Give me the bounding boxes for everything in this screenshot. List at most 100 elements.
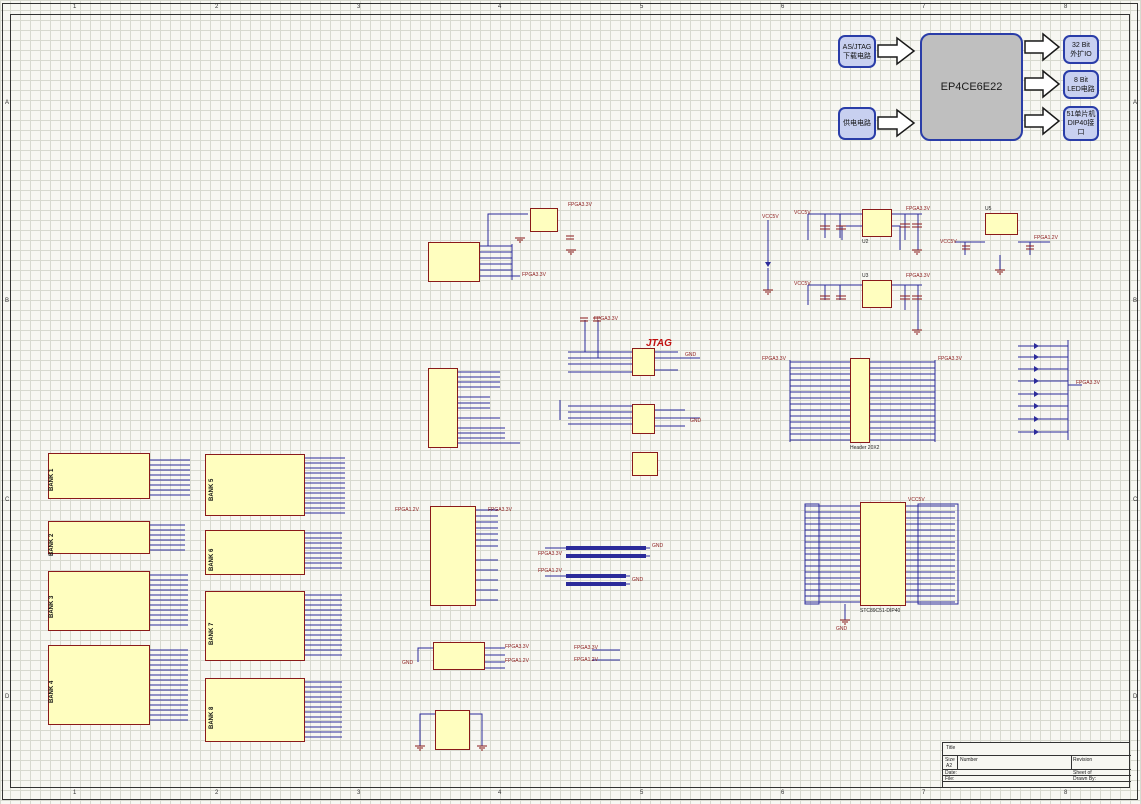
led-symbol bbox=[1034, 403, 1039, 409]
net-label: FPGA1.2V bbox=[538, 568, 562, 574]
chip-clock bbox=[428, 242, 480, 282]
sheet-label: Sheet of bbox=[1073, 770, 1092, 776]
arrow-shape bbox=[1024, 69, 1061, 99]
net-label: FPGA3.3V bbox=[762, 356, 786, 362]
u3-name: U3 bbox=[862, 273, 869, 279]
net-label: FPGA3.3V bbox=[488, 507, 512, 513]
wire-group bbox=[150, 459, 190, 496]
net-label: FPGA3.3V bbox=[938, 356, 962, 362]
chip-oscillator bbox=[530, 208, 558, 232]
row-tick: A bbox=[1133, 100, 1138, 106]
net-label: FPGA3.3V bbox=[1076, 380, 1100, 386]
net-label: FPGA3.3V bbox=[906, 273, 930, 279]
gnd-symbol bbox=[840, 619, 850, 625]
wire-group bbox=[805, 505, 955, 620]
col-tick: 4 bbox=[498, 790, 502, 796]
net-label: FPGA3.3V bbox=[594, 316, 618, 322]
chip-gnd bbox=[435, 710, 470, 750]
net-label: GND bbox=[402, 660, 414, 666]
file-label: File: bbox=[945, 776, 955, 782]
led-symbol bbox=[765, 262, 771, 267]
led-symbol bbox=[1034, 366, 1039, 372]
revision-label: Revision bbox=[1073, 757, 1093, 763]
chip-bank4 bbox=[48, 645, 150, 725]
outer-frame bbox=[2, 3, 1138, 800]
net-label: GND bbox=[652, 543, 664, 549]
row-tick: A bbox=[5, 100, 10, 106]
gnd-symbol bbox=[912, 249, 922, 255]
col-tick: 8 bbox=[1064, 790, 1068, 796]
chip-bank8 bbox=[205, 678, 305, 742]
number-label: Number bbox=[960, 757, 978, 763]
row-tick: D bbox=[5, 694, 10, 700]
net-label: GND bbox=[685, 352, 697, 358]
chip-mcu bbox=[860, 502, 906, 606]
arrow-shape bbox=[877, 108, 916, 138]
row-tick: D bbox=[1133, 694, 1138, 700]
col-tick: 7 bbox=[922, 4, 926, 10]
block-fpga: EP4CE6E22 bbox=[920, 33, 1023, 141]
wire-group bbox=[150, 649, 188, 721]
bank6-label: BANK 6 bbox=[209, 548, 215, 571]
gnd-symbol bbox=[763, 289, 773, 295]
net-label: FPGA3.3V bbox=[522, 272, 546, 278]
wire-group bbox=[807, 284, 922, 330]
net-label: FPGA3.3V bbox=[538, 551, 562, 557]
col-tick: 1 bbox=[73, 790, 77, 796]
led-symbol bbox=[1034, 416, 1039, 422]
gnd-symbol bbox=[415, 745, 425, 751]
net-label: FPGA3.3V bbox=[568, 202, 592, 208]
capacitor-mark bbox=[566, 235, 1034, 322]
bus-strip bbox=[566, 582, 626, 586]
u5-name: U5 bbox=[985, 206, 992, 212]
col-tick: 4 bbox=[498, 4, 502, 10]
wire-group bbox=[419, 713, 483, 746]
col-tick: 2 bbox=[215, 4, 219, 10]
row-tick: B bbox=[1133, 298, 1138, 304]
col-tick: 7 bbox=[922, 790, 926, 796]
bank8-label: BANK 8 bbox=[209, 706, 215, 729]
col-tick: 5 bbox=[640, 790, 644, 796]
chip-power bbox=[430, 506, 476, 606]
wire-group bbox=[417, 647, 620, 669]
date-label: Date: bbox=[945, 770, 957, 776]
drawn-label: Drawn By: bbox=[1073, 776, 1097, 782]
chip-bank1 bbox=[48, 453, 150, 499]
chip-regulator-u2 bbox=[862, 209, 892, 237]
led-symbol bbox=[1034, 391, 1039, 397]
wire-group bbox=[150, 574, 188, 626]
wire-group bbox=[458, 371, 520, 444]
size-label: Size bbox=[945, 757, 955, 763]
net-label: GND bbox=[690, 418, 702, 424]
arrow-shape bbox=[877, 36, 916, 66]
chip-as-header bbox=[632, 404, 655, 434]
net-label: FPGA3.3V bbox=[906, 206, 930, 212]
mcu-name: STC89C51-DIP40 bbox=[860, 608, 901, 614]
block-download-circuit: AS/JTAG 下载电路 bbox=[838, 35, 876, 68]
inner-frame bbox=[10, 14, 1130, 788]
bank2-label: BANK 2 bbox=[49, 533, 55, 556]
arrow-shape bbox=[1024, 32, 1061, 62]
chip-jtag-header bbox=[632, 348, 655, 376]
block-8bit-led: 8 Bit LED电路 bbox=[1063, 70, 1099, 99]
wire-group bbox=[789, 360, 936, 442]
net-label: GND bbox=[836, 626, 848, 632]
chip-vcc-pll bbox=[433, 642, 485, 670]
net-label: FPGA1.2V bbox=[574, 657, 598, 663]
size-value: A2 bbox=[946, 763, 953, 769]
col-tick: 8 bbox=[1064, 4, 1068, 10]
bank7-label: BANK 7 bbox=[209, 622, 215, 645]
title-label: Title bbox=[946, 745, 956, 751]
arrow-shape bbox=[1024, 106, 1061, 136]
u2-name: U2 bbox=[862, 239, 869, 245]
bus-strip bbox=[566, 574, 626, 578]
bus-strip bbox=[566, 554, 646, 558]
gnd-symbol bbox=[477, 745, 487, 751]
gnd-symbol bbox=[566, 249, 576, 255]
col-tick: 3 bbox=[357, 790, 361, 796]
chip-bank2 bbox=[48, 521, 150, 554]
bus-strip bbox=[804, 503, 820, 605]
net-label: VCC5V bbox=[794, 281, 811, 287]
